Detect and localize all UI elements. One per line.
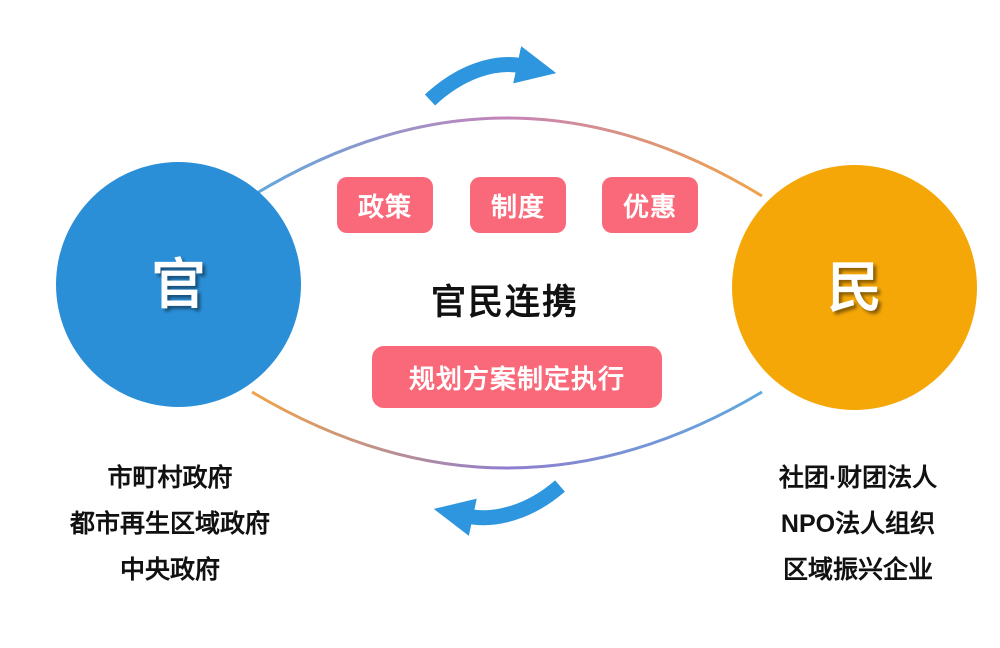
arc-bottom-connector xyxy=(251,390,763,470)
badge-benefit: 优惠 xyxy=(602,177,698,233)
citizen-label: 民 xyxy=(827,257,882,318)
citizen-circle: 民 xyxy=(732,165,977,410)
citizen-entities-list: 社团·财团法人 NPO法人组织 区域振兴企业 xyxy=(708,455,1000,593)
curved-arrow-right-icon xyxy=(424,46,557,106)
government-label: 官 xyxy=(151,254,206,315)
government-entities-list: 市町村政府 都市再生区域政府 中央政府 xyxy=(20,455,320,593)
list-item-regional-enterprise: 区域振兴企业 xyxy=(782,556,933,584)
list-item-urban-regeneration-gov: 都市再生区域政府 xyxy=(69,510,270,538)
list-item-central-gov: 中央政府 xyxy=(119,556,220,584)
list-item-foundation-corp: 社团·财团法人 xyxy=(778,464,938,492)
arc-top-connector xyxy=(251,116,763,198)
government-circle: 官 xyxy=(56,162,301,407)
diagram-title: 官民连携 xyxy=(430,283,579,322)
badge-system: 制度 xyxy=(470,177,566,233)
badge-planning-execution: 规划方案制定执行 xyxy=(372,346,662,408)
badge-policy: 政策 xyxy=(337,177,433,233)
list-item-municipal-gov: 市町村政府 xyxy=(107,464,233,492)
curved-arrow-left-icon xyxy=(433,480,565,536)
list-item-npo-org: NPO法人组织 xyxy=(780,510,936,538)
